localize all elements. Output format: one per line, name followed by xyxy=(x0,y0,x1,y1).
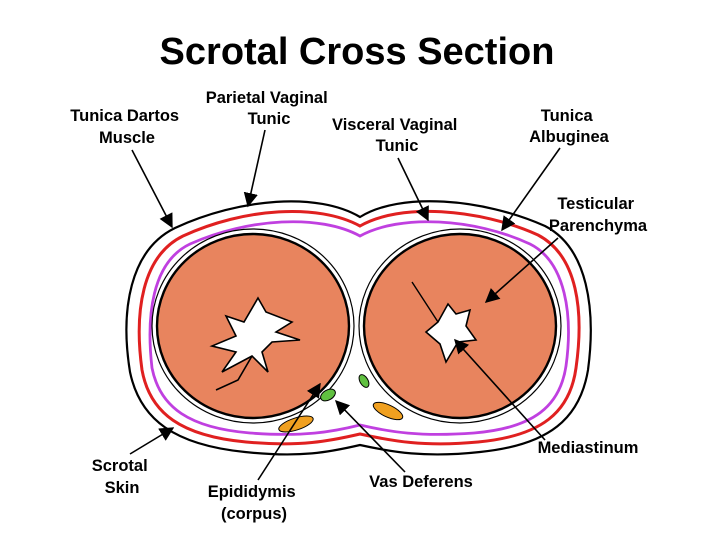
visceral-vaginal-tunic-left xyxy=(151,228,355,424)
label-mediastinum: Mediastinum xyxy=(538,439,639,457)
label-vas-deferens: Vas Deferens xyxy=(369,473,473,491)
epididymis-right xyxy=(372,401,404,421)
arrow-parietal-vaginal xyxy=(243,129,266,208)
label-parietal-vaginal: Parietal Vaginal Tunic xyxy=(206,89,333,128)
epididymis-left xyxy=(278,415,314,433)
label-scrotal-skin: Scrotal Skin xyxy=(92,457,153,497)
label-visceral-vaginal: Visceral Vaginal Tunic xyxy=(332,116,462,155)
arrow-scrotal-skin xyxy=(129,427,175,455)
label-testicular-parenchyma: Testicular Parenchyma xyxy=(549,195,648,235)
vas-deferens-right xyxy=(358,374,370,388)
mediastinum-right-branch xyxy=(411,281,439,323)
mediastinum-left-branch xyxy=(215,355,253,391)
arrow-epididymis xyxy=(257,382,321,481)
page-title: Scrotal Cross Section xyxy=(160,31,555,73)
label-epididymis: Epididymis (corpus) xyxy=(208,483,301,523)
arrow-tunica-dartos xyxy=(131,149,173,229)
arrow-testicular-parenchyma xyxy=(484,237,559,303)
arrow-visceral-vaginal xyxy=(397,157,429,222)
label-tunica-albuginea: Tunica Albuginea xyxy=(529,107,610,146)
vas-deferens-left xyxy=(320,388,336,402)
label-tunica-dartos: Tunica Dartos Muscle xyxy=(70,107,183,147)
arrow-tunica-albuginea xyxy=(501,147,561,232)
arrow-vas-deferens xyxy=(334,399,406,473)
mediastinum-left xyxy=(209,296,301,373)
visceral-vaginal-tunic-right xyxy=(358,228,562,424)
tunica-dartos-muscle xyxy=(137,209,581,446)
arrow-mediastinum xyxy=(454,338,546,441)
